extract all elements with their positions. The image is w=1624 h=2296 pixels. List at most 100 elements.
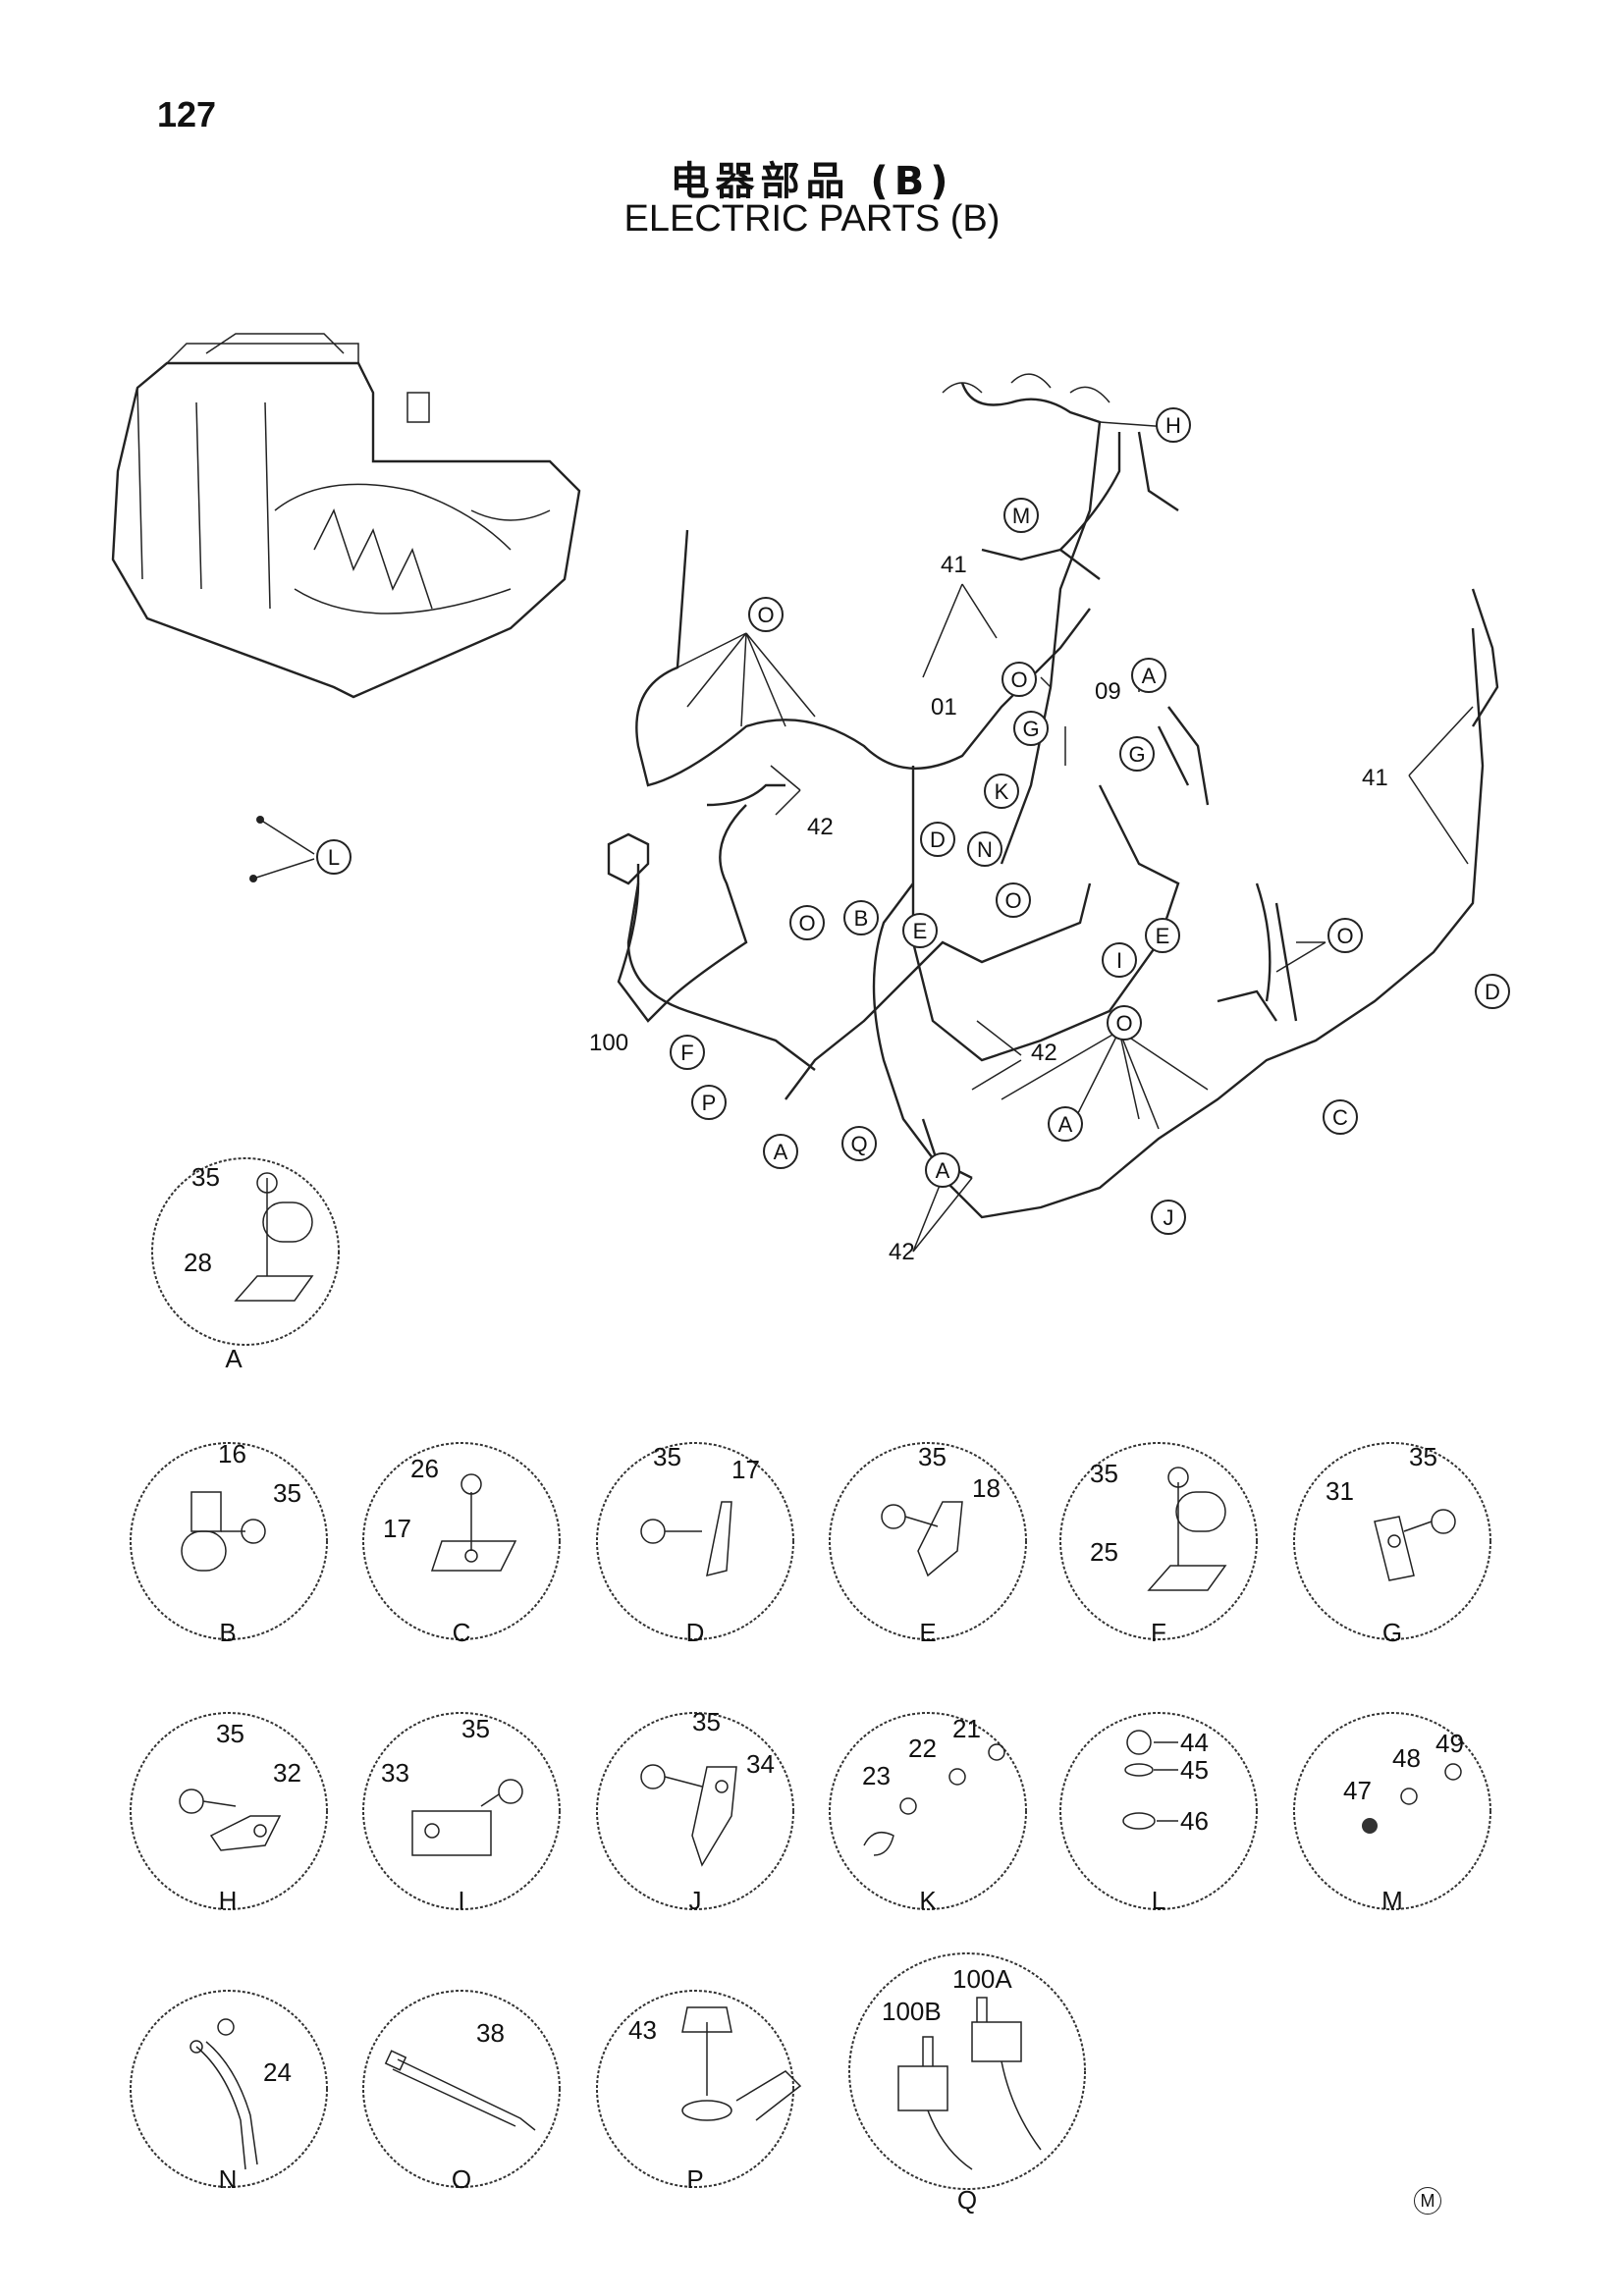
callout-o [789,905,825,940]
part-number: 35 [216,1719,244,1748]
callout-d [920,822,955,857]
callout-l [316,839,352,875]
part-number: 18 [972,1473,1001,1503]
callout-c [1323,1099,1358,1135]
callout-m [1003,498,1039,533]
callout-j-label: J [1164,1205,1174,1230]
detail-letter: P [686,2164,703,2194]
callout-q-label: Q [850,1132,867,1156]
part-number: 17 [383,1514,411,1543]
detail-h: 35 32 H [130,1712,328,1915]
excavator-cab-illustration [111,333,581,699]
detail-g: 35 31 G [1293,1442,1491,1647]
callout-m-label: M [1012,504,1030,528]
part-number: 26 [410,1454,439,1483]
part-number: 41 [1362,765,1388,791]
callout-a [925,1152,960,1188]
callout-p [691,1085,727,1120]
callout-o [1327,918,1363,953]
detail-letter: Q [957,2185,977,2215]
callout-i [1102,942,1137,978]
callout-d-label: D [930,828,946,852]
callout-f [670,1035,705,1070]
detail-m: 49 48 47 M [1293,1712,1491,1915]
detail-o: 38 O [362,1990,561,2194]
detail-c: 26 17 C [362,1442,561,1647]
part-number: 01 [931,694,957,721]
detail-letter: F [1151,1618,1166,1647]
part-number: 33 [381,1758,409,1788]
part-number: 16 [218,1439,246,1468]
callout-o [748,597,784,632]
detail-q: 100A 100B Q [848,1952,1086,2215]
callout-b-label: B [854,906,869,931]
part-number: 25 [1090,1537,1118,1567]
callout-a [1048,1106,1083,1142]
detail-letter: H [219,1886,238,1915]
callout-e-label: E [1156,924,1170,948]
callout-e [902,913,938,948]
part-number: 34 [746,1749,775,1779]
part-number: 43 [628,2015,657,2045]
part-number: 42 [1031,1040,1057,1066]
detail-letter: L [1152,1886,1165,1915]
manufacturer-mark: M [1414,2187,1441,2215]
wiring-harness [607,373,1499,1219]
part-number: 35 [918,1442,947,1471]
part-number: 100 [589,1030,628,1056]
detail-letter: B [219,1618,236,1647]
callout-k-label: K [995,779,1009,804]
detail-letter: I [458,1886,464,1915]
part-number: 42 [889,1239,915,1265]
detail-letter: O [452,2164,471,2194]
callout-d [1475,974,1510,1009]
detail-letter: A [225,1344,243,1373]
detail-j: 35 34 J [596,1707,794,1915]
part-number: 35 [692,1707,721,1736]
callout-n-label: N [977,837,993,862]
detail-views: 35 28 A 16 35 B 26 17 C 35 17 D [130,1157,1491,2215]
part-number: 23 [862,1761,891,1790]
detail-b: 16 35 B [130,1439,328,1647]
callout-a-label: A [1058,1112,1073,1137]
callout-b [843,900,879,935]
part-number: 41 [941,552,967,578]
detail-letter: M [1381,1886,1403,1915]
detail-letter: G [1382,1618,1402,1647]
part-number: 49 [1435,1729,1464,1758]
callout-g [1119,736,1155,772]
page-number: 127 [157,94,217,134]
page-title: ELECTRIC PARTS (B) [623,198,1001,240]
callout-o [1107,1005,1142,1041]
callout-o-label: O [1336,924,1353,948]
detail-i: 35 33 I [362,1712,561,1915]
callout-g-label: G [1128,742,1145,767]
detail-p: 43 P [596,1990,802,2194]
detail-letter: J [689,1886,702,1915]
part-number: 28 [184,1248,212,1277]
detail-l: 44 45 46 L [1059,1712,1258,1915]
page-title-chinese: 电器部品 (B) [670,159,954,204]
part-number: 100B [882,1997,942,2026]
callout-e-label: E [913,919,928,943]
part-number: 35 [191,1162,220,1192]
callout-c-label: C [1332,1105,1348,1130]
callout-a-label: A [1142,664,1157,688]
callout-j [1151,1200,1186,1235]
part-number: 45 [1180,1755,1209,1785]
part-number: 17 [731,1455,760,1484]
callout-e [1145,918,1180,953]
callout-h-label: H [1165,413,1181,438]
part-number: 48 [1392,1743,1421,1773]
callout-o-label: O [1115,1011,1132,1036]
part-number: 35 [1090,1459,1118,1488]
detail-letter: C [453,1618,471,1647]
callout-n [967,831,1002,867]
callout-a [763,1134,798,1169]
callout-h [1156,407,1191,443]
part-number: 42 [807,814,834,840]
callout-a [1131,658,1166,693]
detail-e: 35 18 E [829,1442,1027,1647]
callout-i-label: I [1116,948,1122,973]
